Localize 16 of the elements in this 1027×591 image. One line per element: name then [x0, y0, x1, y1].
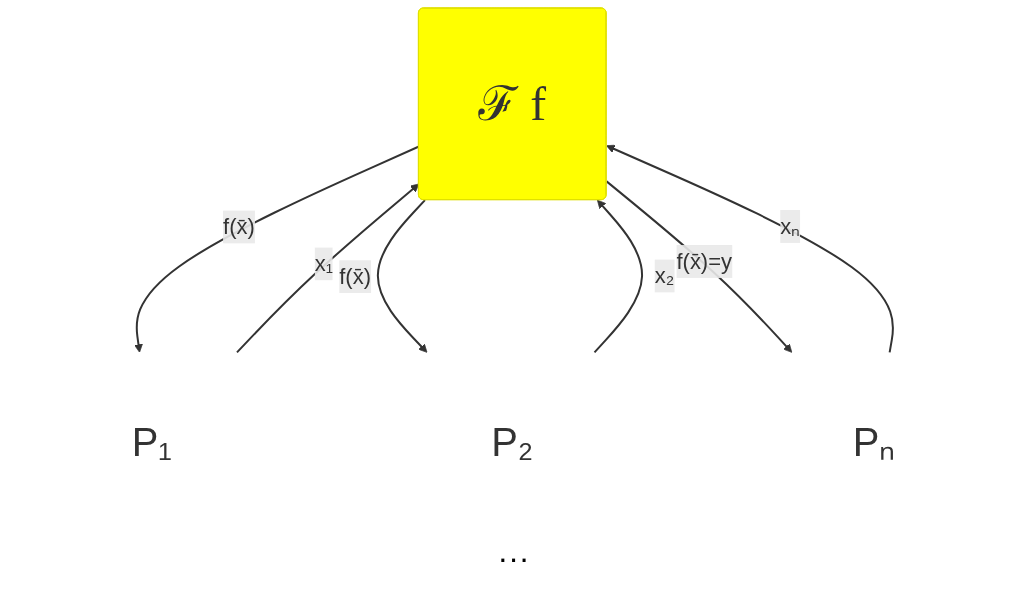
node-text: P₂ [491, 420, 534, 465]
arrow [376, 199, 428, 353]
arrow [134, 145, 420, 353]
node-text: P₁ [131, 420, 172, 465]
edge-label: xₙ [780, 213, 801, 239]
arrow [605, 180, 793, 353]
edge-label: f(x̄)=y [676, 249, 732, 274]
edge-label: f(x̄) [339, 264, 371, 290]
edge-label: x₁ [314, 251, 334, 277]
arrow [236, 183, 420, 354]
arrow [593, 199, 644, 354]
ellipsis-label: ··· [497, 540, 530, 577]
node-text: Pₙ [852, 420, 896, 465]
arrow [606, 144, 895, 354]
edge-label: x₂ [654, 263, 675, 289]
edge-label: f(x̄) [223, 214, 255, 240]
